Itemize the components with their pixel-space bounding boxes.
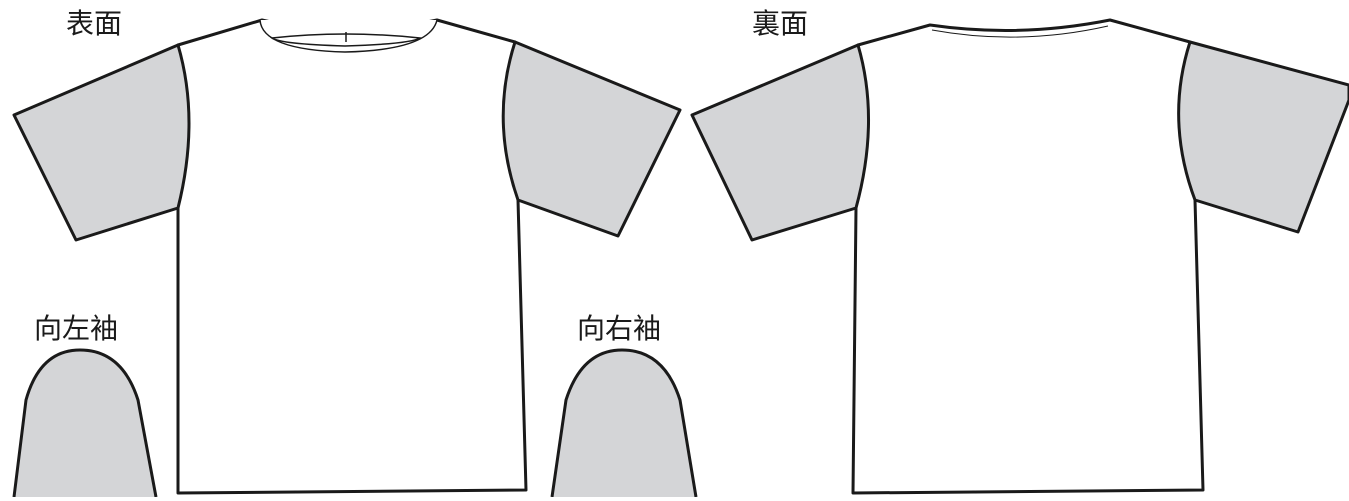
front-left-sleeve [12, 43, 191, 242]
back-shirt [690, 18, 1349, 495]
front-shirt [12, 18, 682, 495]
right-sleeve-piece [550, 348, 698, 498]
back-right-sleeve [1177, 40, 1349, 234]
left-sleeve-piece [12, 348, 158, 498]
back-body [851, 18, 1205, 495]
back-label: 裏面 [752, 7, 809, 40]
front-body [176, 18, 528, 495]
back-right-sleeve-seam [1172, 46, 1190, 199]
back-left-sleeve-seam [859, 49, 875, 205]
front-label: 表面 [66, 7, 123, 40]
front-left-sleeve-seam [181, 49, 195, 205]
front-right-sleeve-seam [496, 46, 513, 199]
front-right-sleeve [501, 40, 682, 238]
right-sleeve-label: 向右袖 [577, 312, 662, 345]
back-neckline [931, 25, 1109, 38]
left-sleeve-label: 向左袖 [34, 312, 119, 345]
back-left-sleeve [690, 43, 871, 242]
